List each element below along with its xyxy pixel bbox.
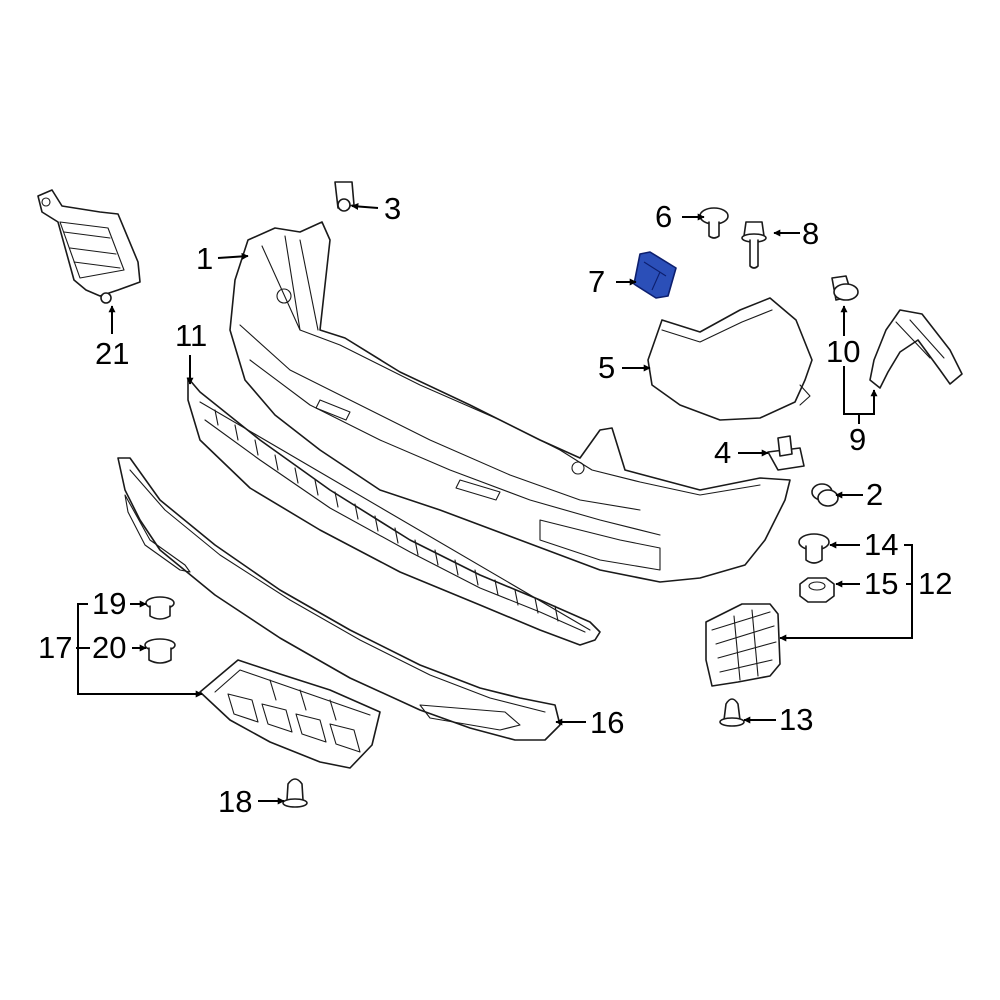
part-11-grille [187, 377, 601, 646]
part-15-nut [799, 577, 835, 603]
callout-15: 15 [864, 566, 899, 601]
part-12-bracket [705, 603, 781, 687]
part-7-bracket-highlighted [633, 251, 677, 299]
part-2-grommet [811, 483, 839, 507]
callout-11: 11 [175, 318, 208, 353]
part-bumper-cover [229, 221, 791, 583]
callout-12: 12 [918, 566, 953, 601]
part-21-bracket [37, 189, 141, 304]
callout-14: 14 [864, 527, 899, 562]
part-6-rivet [699, 207, 729, 239]
callout-20: 20 [92, 630, 127, 665]
part-10-clip [831, 275, 859, 301]
part-3-clip [334, 181, 355, 212]
callout-6: 6 [655, 199, 673, 234]
part-17-skid-plate [199, 659, 381, 769]
part-13-pin [719, 698, 745, 727]
part-9-bracket [869, 309, 963, 389]
leader-lines [76, 202, 913, 805]
callout-5: 5 [598, 350, 616, 385]
callout-3: 3 [384, 191, 402, 226]
part-4-clip [767, 435, 805, 471]
callout-1: 1 [196, 241, 214, 276]
callout-9: 9 [849, 422, 867, 457]
callout-21: 21 [95, 336, 130, 371]
callout-8: 8 [802, 216, 820, 251]
callout-2: 2 [866, 477, 884, 512]
callout-10: 10 [826, 334, 861, 369]
callout-16: 16 [590, 705, 625, 740]
callout-19: 19 [92, 586, 127, 621]
part-18-pin [282, 778, 308, 808]
part-5-side-cover [647, 297, 813, 421]
part-16-valance [117, 457, 561, 741]
callout-7: 7 [588, 264, 606, 299]
callout-13: 13 [779, 702, 814, 737]
callout-17: 17 [38, 630, 73, 665]
part-8-bolt [741, 221, 767, 269]
part-14-clip [798, 533, 830, 564]
callout-4: 4 [714, 435, 732, 470]
part-19-nut [145, 596, 175, 620]
callout-18: 18 [218, 784, 253, 819]
part-20-nut [144, 638, 176, 664]
